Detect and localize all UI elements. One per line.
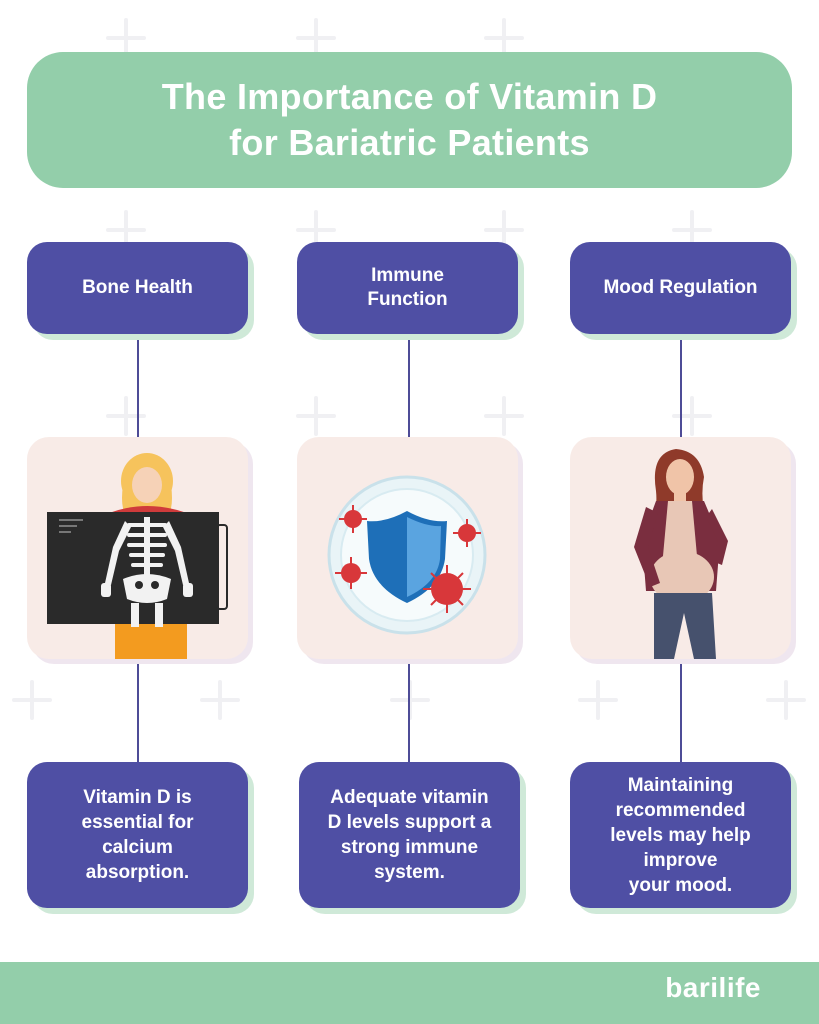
label-text: Immune Function <box>367 265 448 310</box>
illustration-mood-regulation <box>570 437 791 659</box>
label-bone-health: Bone Health <box>27 242 248 334</box>
plus-decoration <box>12 680 52 720</box>
plus-decoration <box>484 210 524 250</box>
immune-shield-icon <box>327 475 487 635</box>
connector-line <box>408 660 410 764</box>
plus-decoration <box>296 18 336 58</box>
plus-decoration <box>200 680 240 720</box>
plus-decoration <box>106 396 146 436</box>
description-text: Maintaining recommended levels may help … <box>610 774 751 896</box>
xray-skeleton-icon <box>47 453 228 659</box>
plus-decoration <box>106 210 146 250</box>
plus-decoration <box>672 210 712 250</box>
connector-line <box>137 660 139 764</box>
description-mood-regulation: Maintaining recommended levels may help … <box>570 762 791 908</box>
plus-decoration <box>672 396 712 436</box>
plus-decoration <box>766 680 806 720</box>
connector-line <box>680 334 682 438</box>
plus-decoration <box>296 396 336 436</box>
label-text: Bone Health <box>82 277 193 298</box>
plus-decoration <box>106 18 146 58</box>
page-title: The Importance of Vitamin D for Bariatri… <box>161 76 658 163</box>
description-text: Adequate vitamin D levels support a stro… <box>327 787 492 883</box>
title-banner: The Importance of Vitamin D for Bariatri… <box>27 52 792 188</box>
illustration-bone-health <box>27 437 248 659</box>
label-mood-regulation: Mood Regulation <box>570 242 791 334</box>
connector-line <box>137 334 139 438</box>
label-immune-function: Immune Function <box>297 242 518 334</box>
illustration-immune-function <box>297 437 518 659</box>
plus-decoration <box>578 680 618 720</box>
connector-line <box>408 334 410 438</box>
connector-line <box>680 660 682 764</box>
footer-bar: barilife <box>0 962 819 1024</box>
plus-decoration <box>484 396 524 436</box>
description-text: Vitamin D is essential for calcium absor… <box>81 787 194 883</box>
pregnant-woman-icon <box>634 449 728 659</box>
plus-decoration <box>296 210 336 250</box>
barilife-logo: barilife <box>665 972 761 1003</box>
plus-decoration <box>484 18 524 58</box>
label-text: Mood Regulation <box>603 277 758 298</box>
plus-decoration <box>390 680 430 720</box>
description-immune-function: Adequate vitamin D levels support a stro… <box>299 762 520 908</box>
description-bone-health: Vitamin D is essential for calcium absor… <box>27 762 248 908</box>
